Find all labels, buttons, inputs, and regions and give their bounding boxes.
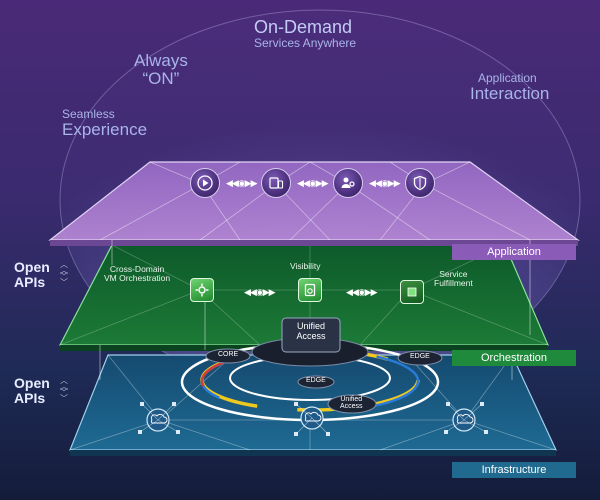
- vm-orchestration-icon: [190, 278, 214, 302]
- edge-node-right: [397, 350, 443, 366]
- application-icon-user-gear: [333, 168, 363, 198]
- visibility-icon: [298, 278, 322, 302]
- orchestration-service-fulfillment-line1: Service: [439, 269, 468, 279]
- orchestration-visibility-label: Visibility: [290, 261, 321, 271]
- play-icon: [197, 175, 213, 191]
- orchestration-link-1: ◀◀◉▶▶: [244, 287, 276, 297]
- unified-access-small-line2: Access: [340, 403, 363, 411]
- open-apis-lower: Open APIs: [14, 376, 50, 405]
- shield-icon: [413, 175, 427, 191]
- application-link-2: ◀◀◉▶▶: [297, 178, 329, 188]
- benefit-on-demand-title: On-Demand: [254, 17, 353, 37]
- infrastructure-plane-edge: [70, 450, 556, 456]
- benefit-application-interaction-subtitle: Interaction: [470, 83, 550, 103]
- layer-tag-infrastructure: Infrastructure: [452, 462, 576, 478]
- benefit-seamless-title: Seamless: [62, 107, 115, 121]
- core-label: CORE: [218, 351, 239, 358]
- orchestration-link-2: ◀◀◉▶▶: [346, 287, 378, 297]
- benefit-application-interaction: Application Interaction: [470, 72, 549, 102]
- application-link-1: ◀◀◉▶▶: [226, 178, 258, 188]
- application-icon-play: [190, 168, 220, 198]
- gear-icon: [195, 283, 209, 297]
- unified-access-main-line1: Unified: [296, 321, 325, 331]
- orchestration-cross-domain-line1: Cross-Domain: [109, 264, 165, 274]
- unified-access-main-line2: Access: [296, 330, 326, 341]
- unified-access-puck-box: [281, 317, 341, 353]
- application-plane-edge: [50, 240, 578, 246]
- chevron-up-down-icon: ︿︿﹀﹀: [60, 376, 68, 403]
- orchestration-cross-domain-line2: VM Orchestration: [104, 273, 171, 284]
- chevron-up-down-icon: ︿︿﹀﹀: [60, 260, 68, 287]
- orchestration-cross-domain-label: Cross-Domain VM Orchestration: [104, 264, 171, 284]
- unified-access-node-small: [327, 394, 377, 414]
- document-chart-icon: [304, 283, 316, 297]
- benefit-on-demand-subtitle: Services Anywhere: [254, 35, 357, 50]
- edge-label-right: EDGE: [410, 353, 430, 360]
- application-link-3: ◀◀◉▶▶: [369, 178, 401, 188]
- benefit-application-interaction-title: Application: [478, 71, 537, 85]
- service-fulfillment-icon: [400, 280, 424, 304]
- device-icon: [269, 177, 284, 189]
- benefit-always-on-title: Always: [134, 51, 188, 70]
- orchestration-service-fulfillment-label: Service Fulfillment: [434, 269, 473, 289]
- open-apis-upper: Open APIs: [14, 260, 50, 289]
- user-gear-icon: [341, 177, 355, 188]
- open-apis-upper-line1: Open: [14, 259, 50, 275]
- benefit-always-on: Always “ON”: [134, 52, 188, 88]
- chip-icon: [407, 287, 417, 297]
- edge-label-center: EDGE: [306, 377, 326, 384]
- open-apis-upper-line2: APIs: [14, 273, 46, 290]
- benefit-seamless: Seamless Experience: [62, 108, 147, 138]
- open-apis-lower-line2: APIs: [14, 389, 46, 406]
- unified-access-small-line1: Unified: [340, 396, 363, 403]
- unified-access-main-label: Unified Access: [276, 321, 346, 342]
- open-apis-lower-line1: Open: [14, 375, 50, 391]
- layer-tag-application: Application: [452, 244, 576, 260]
- layer-tag-orchestration: Orchestration: [452, 350, 576, 366]
- orchestration-service-fulfillment-line2: Fulfillment: [434, 278, 473, 289]
- core-ring-red: [200, 348, 420, 414]
- application-icon-shield: [405, 168, 435, 198]
- application-icon-device: [261, 168, 291, 198]
- benefit-seamless-subtitle: Experience: [62, 119, 148, 139]
- edge-node-center: [297, 375, 335, 389]
- core-node: [205, 348, 251, 364]
- benefit-on-demand: On-Demand Services Anywhere: [254, 18, 356, 49]
- unified-access-small-label: Unified Access: [340, 396, 363, 411]
- benefit-always-on-subtitle: “ON”: [142, 68, 180, 88]
